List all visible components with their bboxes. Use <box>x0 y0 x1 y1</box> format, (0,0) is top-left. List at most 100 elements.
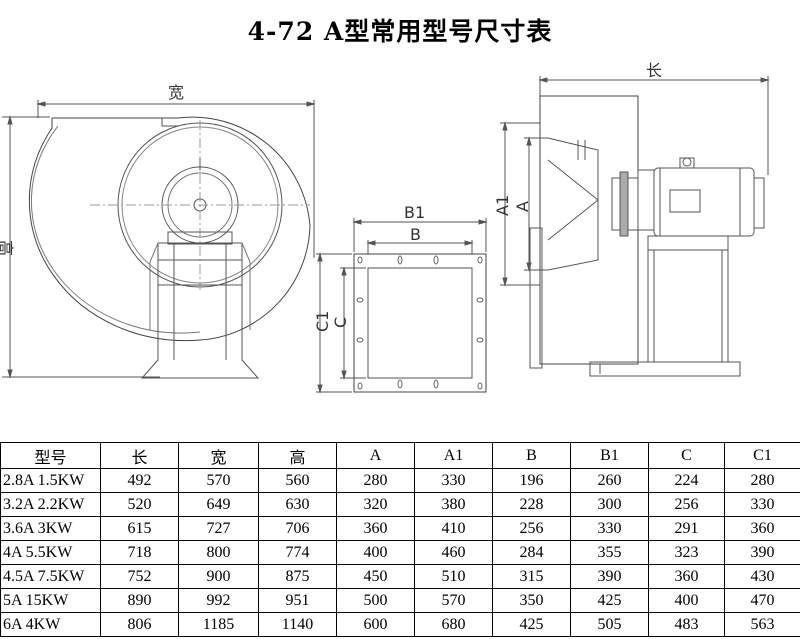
cell-model: 2.8A 1.5KW <box>0 468 101 493</box>
cell-model: 4A 5.5KW <box>0 540 101 565</box>
cell-height: 951 <box>258 588 337 613</box>
table-row: 3.2A 2.2KW 520 649 630 320 380 228 300 2… <box>0 492 800 517</box>
col-header-width: 宽 <box>178 442 259 469</box>
front-view-diagram <box>2 100 316 379</box>
side-a-label: A <box>513 201 532 212</box>
cell-c: 224 <box>648 468 725 493</box>
col-header-height: 高 <box>258 442 337 469</box>
cell-c: 323 <box>648 540 725 565</box>
cell-a1: 410 <box>414 516 493 541</box>
col-header-a1: A1 <box>414 442 493 469</box>
cell-b1: 300 <box>570 492 649 517</box>
fan-dimension-drawing: 宽 高 B1 B C1 C 长 A1 A <box>0 48 800 440</box>
cell-a: 320 <box>336 492 415 517</box>
cell-c: 256 <box>648 492 725 517</box>
cell-c1: 390 <box>724 540 800 565</box>
dimension-table: 型号 长 宽 高 A A1 B B1 C C1 2.8A 1.5KW 492 5… <box>0 442 800 637</box>
cell-a: 400 <box>336 540 415 565</box>
cell-model: 3.2A 2.2KW <box>0 492 101 517</box>
cell-height: 875 <box>258 564 337 589</box>
cell-width: 900 <box>178 564 259 589</box>
cell-width: 992 <box>178 588 259 613</box>
cell-c: 360 <box>648 564 725 589</box>
cell-length: 806 <box>100 612 179 637</box>
col-header-c1: C1 <box>724 442 800 469</box>
side-view-diagram <box>500 76 770 377</box>
cell-b: 284 <box>492 540 571 565</box>
cell-b: 425 <box>492 612 571 637</box>
cell-b: 196 <box>492 468 571 493</box>
cell-a1: 330 <box>414 468 493 493</box>
side-length-label: 长 <box>646 61 662 80</box>
cell-length: 520 <box>100 492 179 517</box>
cell-c1: 330 <box>724 492 800 517</box>
cell-width: 1185 <box>178 612 259 637</box>
table-row: 2.8A 1.5KW 492 570 560 280 330 196 260 2… <box>0 468 800 493</box>
cell-length: 718 <box>100 540 179 565</box>
table-row: 5A 15KW 890 992 951 500 570 350 425 400 … <box>0 588 800 613</box>
cell-width: 800 <box>178 540 259 565</box>
cell-b1: 260 <box>570 468 649 493</box>
cell-b: 350 <box>492 588 571 613</box>
cell-model: 6A 4KW <box>0 612 101 637</box>
cell-b: 315 <box>492 564 571 589</box>
flange-c1-label: C1 <box>313 311 332 332</box>
cell-b1: 425 <box>570 588 649 613</box>
cell-b1: 390 <box>570 564 649 589</box>
cell-model: 5A 15KW <box>0 588 101 613</box>
cell-c1: 360 <box>724 516 800 541</box>
cell-c: 400 <box>648 588 725 613</box>
col-header-model: 型号 <box>0 442 101 469</box>
cell-length: 615 <box>100 516 179 541</box>
cell-c: 483 <box>648 612 725 637</box>
cell-width: 570 <box>178 468 259 493</box>
cell-a1: 510 <box>414 564 493 589</box>
col-header-b: B <box>492 442 571 469</box>
cell-c: 291 <box>648 516 725 541</box>
cell-height: 630 <box>258 492 337 517</box>
cell-c1: 470 <box>724 588 800 613</box>
cell-b1: 355 <box>570 540 649 565</box>
cell-a1: 680 <box>414 612 493 637</box>
cell-a1: 380 <box>414 492 493 517</box>
cell-b1: 330 <box>570 516 649 541</box>
col-header-c: C <box>648 442 725 469</box>
flange-b1-label: B1 <box>404 203 425 222</box>
col-header-a: A <box>336 442 415 469</box>
flange-b-label: B <box>410 225 421 244</box>
cell-length: 752 <box>100 564 179 589</box>
cell-length: 890 <box>100 588 179 613</box>
col-header-length: 长 <box>100 442 179 469</box>
table-header-row: 型号 长 宽 高 A A1 B B1 C C1 <box>0 442 800 469</box>
cell-width: 649 <box>178 492 259 517</box>
col-header-b1: B1 <box>570 442 649 469</box>
cell-height: 560 <box>258 468 337 493</box>
cell-height: 706 <box>258 516 337 541</box>
cell-a1: 570 <box>414 588 493 613</box>
cell-model: 3.6A 3KW <box>0 516 101 541</box>
cell-a: 360 <box>336 516 415 541</box>
cell-b: 228 <box>492 492 571 517</box>
table-row: 6A 4KW 806 1185 1140 600 680 425 505 483… <box>0 612 800 637</box>
front-width-label: 宽 <box>168 83 184 102</box>
front-height-label: 高 <box>0 240 15 256</box>
cell-c1: 280 <box>724 468 800 493</box>
cell-a: 600 <box>336 612 415 637</box>
cell-b: 256 <box>492 516 571 541</box>
cell-height: 1140 <box>258 612 337 637</box>
cell-length: 492 <box>100 468 179 493</box>
cell-width: 727 <box>178 516 259 541</box>
cell-b1: 505 <box>570 612 649 637</box>
side-a1-label: A1 <box>493 195 512 216</box>
cell-a: 500 <box>336 588 415 613</box>
table-row: 4.5A 7.5KW 752 900 875 450 510 315 390 3… <box>0 564 800 589</box>
cell-a: 450 <box>336 564 415 589</box>
page-title: 4-72 A型常用型号尺寸表 <box>247 17 553 46</box>
cell-c1: 563 <box>724 612 800 637</box>
cell-a: 280 <box>336 468 415 493</box>
flange-diagram <box>316 218 488 394</box>
cell-a1: 460 <box>414 540 493 565</box>
table-row: 3.6A 3KW 615 727 706 360 410 256 330 291… <box>0 516 800 541</box>
table-row: 4A 5.5KW 718 800 774 400 460 284 355 323… <box>0 540 800 565</box>
cell-c1: 430 <box>724 564 800 589</box>
